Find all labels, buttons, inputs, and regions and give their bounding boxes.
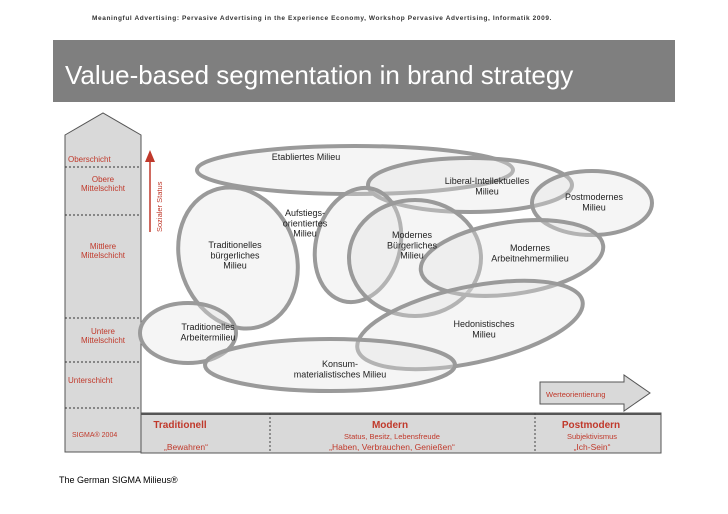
text-line: Modernes (392, 230, 433, 240)
milieu-label-konsum: Konsum-materialistisches Milieu (294, 359, 387, 379)
status-unterschicht: Unterschicht (68, 376, 113, 385)
text-line: Etabliertes Milieu (272, 152, 341, 162)
status-axis-label: Sozialer Status (155, 181, 164, 232)
text-line: Mittelschicht (81, 251, 126, 260)
orientation-postmodern: Postmodern (562, 420, 620, 431)
text-line: Hedonistisches (453, 319, 515, 329)
milieu-shape-aufstieg (312, 185, 404, 305)
text-line: Traditionelles (208, 240, 262, 250)
orientation-postmodern-subtitle: Subjektivismus (567, 432, 617, 441)
orientation-modern-motto: „Haben, Verbrauchen, Genießen“ (329, 442, 455, 452)
text-line: Mittelschicht (81, 184, 126, 193)
text-line: Konsum- (322, 359, 358, 369)
text-line: Milieu (293, 229, 317, 239)
status-arrow-head (145, 150, 155, 162)
text-line: Untere (91, 327, 116, 336)
text-line: Modernes (510, 243, 551, 253)
orientation-bar (140, 412, 662, 454)
status-oberschicht: Oberschicht (68, 155, 111, 164)
text-line: Arbeitermilieu (180, 332, 235, 342)
value-axis-label: Werteorientierung (546, 390, 605, 399)
text-line: Milieu (223, 261, 247, 271)
text-line: Obere (92, 175, 115, 184)
text-line: Milieu (582, 202, 606, 212)
text-line: Postmodernes (565, 192, 624, 202)
text-line: Aufstiegs- (285, 208, 325, 218)
text-line: Milieu (472, 329, 496, 339)
milieu-shapes (138, 144, 654, 393)
value-axis-arrow (539, 374, 651, 412)
orientation-postmodern-motto: „Ich-Sein“ (574, 442, 611, 452)
milieu-labels: Etabliertes Milieu Liberal-Intellektuell… (180, 152, 623, 379)
slide-title: Value-based segmentation in brand strate… (65, 60, 574, 90)
milieu-shape-trad-buerg (176, 185, 300, 331)
status-separators (65, 166, 141, 409)
text-line: orientiertes (283, 218, 328, 228)
text-line: materialistisches Milieu (294, 369, 387, 379)
orientation-traditionell-motto: „Bewahren“ (164, 442, 208, 452)
status-column (64, 112, 142, 453)
text-line: bürgerliches (210, 250, 260, 260)
text-line: Milieu (400, 251, 424, 261)
orientation-modern-subtitle: Status, Besitz, Lebensfreude (344, 432, 440, 441)
text-line: Bürgerliches (387, 240, 438, 250)
milieu-shape-mod-buerg (347, 198, 483, 318)
text-line: Arbeitnehmermilieu (491, 253, 569, 263)
orientation-traditionell: Traditionell (153, 420, 207, 431)
milieu-label-etabliertes: Etabliertes Milieu (272, 152, 341, 162)
text-line: Mittlere (90, 242, 117, 251)
text-line: Liberal-Intellektuelles (445, 176, 530, 186)
milieu-shape-mod-arbeit (418, 218, 606, 298)
title-bar: Value-based segmentation in brand strate… (53, 40, 675, 102)
milieu-shape-postmodernes (530, 169, 654, 237)
text-line: Milieu (475, 186, 499, 196)
sigma-label: SIGMA® 2004 (72, 431, 117, 439)
text-line: Traditionelles (181, 322, 235, 332)
orientation-labels: Traditionell „Bewahren“ Modern Status, B… (153, 420, 620, 452)
orientation-modern: Modern (372, 420, 408, 431)
text-line: Mittelschicht (81, 336, 126, 345)
milieu-shape-trad-arbeit (138, 301, 238, 365)
milieu-shape-konsum (203, 337, 457, 393)
header-note: Meaningful Advertising: Pervasive Advert… (92, 15, 552, 22)
footer-note: The German SIGMA Milieus® (59, 475, 178, 485)
